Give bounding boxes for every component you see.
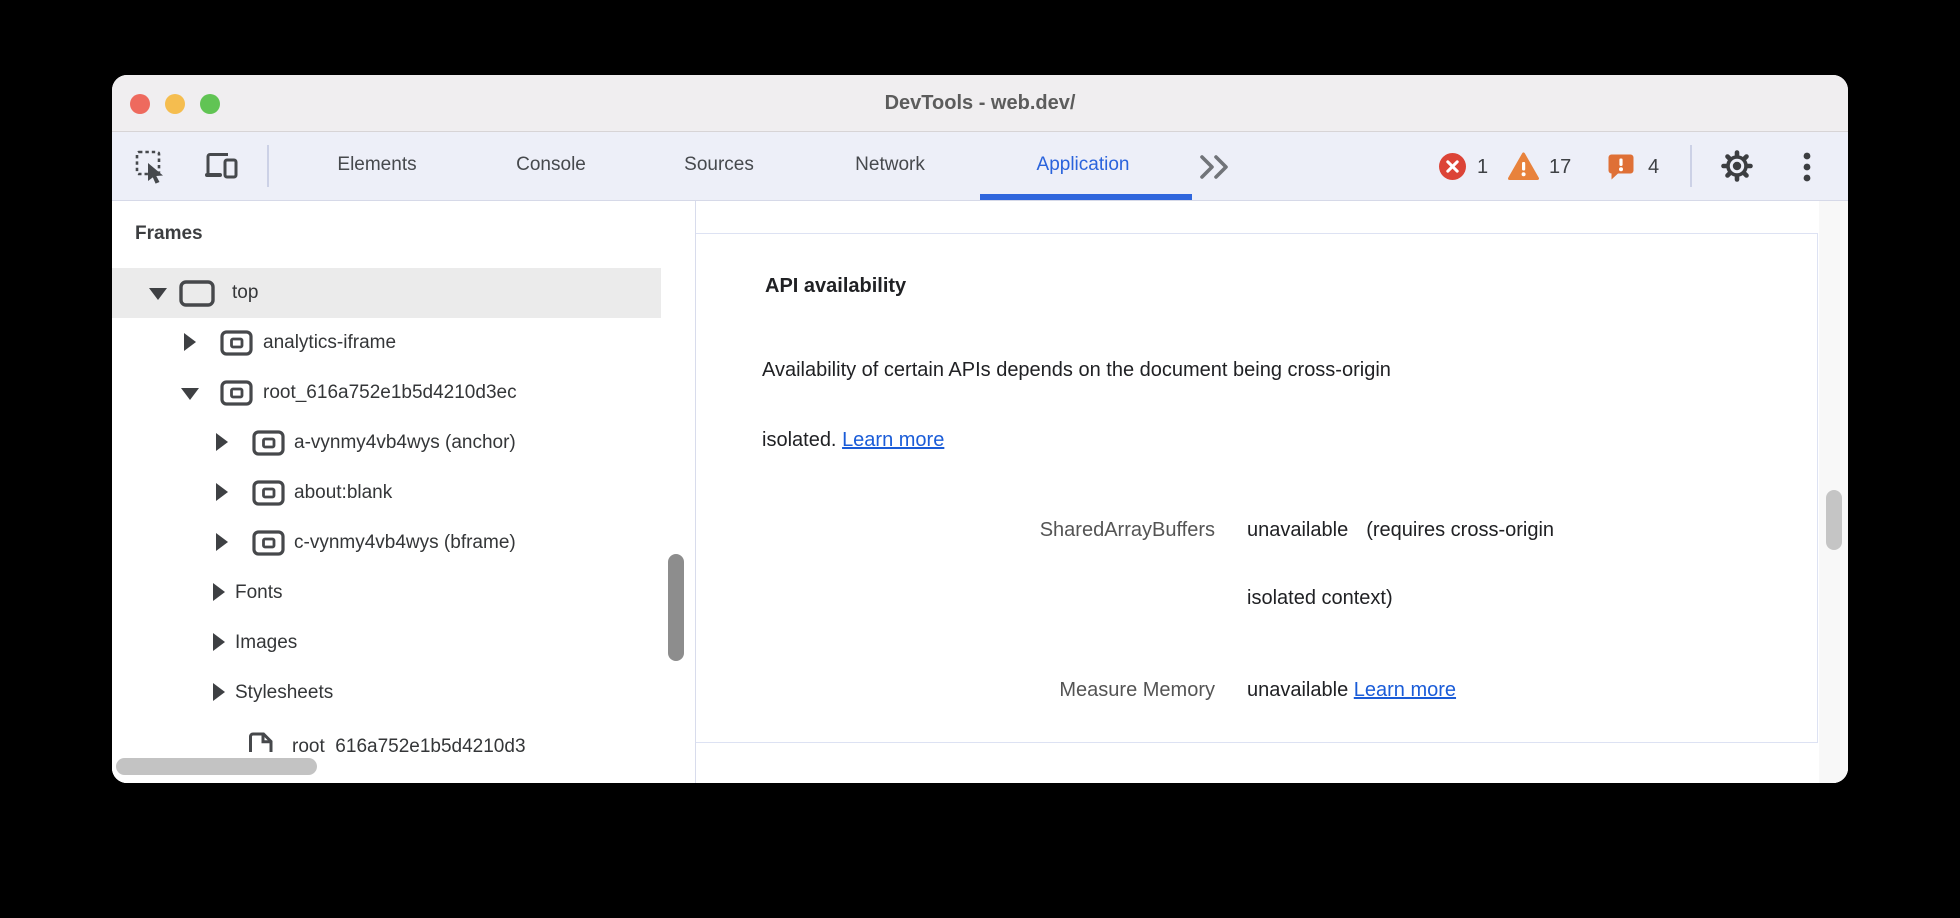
description-line-2: isolated. Learn more <box>762 426 944 454</box>
description-line-1: Availability of certain APIs depends on … <box>762 359 1391 381</box>
api-row-value-wrap: isolated context) <box>1247 587 1393 609</box>
frame-icon <box>179 280 215 307</box>
toolbar-divider-right <box>1690 145 1692 187</box>
more-options-kebab-icon[interactable] <box>1798 150 1832 184</box>
tree-label: about:blank <box>294 482 393 503</box>
warning-count: 17 <box>1549 156 1572 178</box>
content-vscrollbar-thumb[interactable] <box>1826 490 1842 550</box>
tab-console[interactable]: Console <box>516 154 586 175</box>
tree-label: top <box>232 282 259 303</box>
chevron-down-icon[interactable] <box>181 388 199 400</box>
close-window-button[interactable] <box>130 94 150 114</box>
chevron-right-icon[interactable] <box>216 483 228 501</box>
description-text: isolated. <box>762 429 837 451</box>
frames-section-title: Frames <box>135 223 203 244</box>
tree-label: root_616a752e1b5d4210d3 <box>292 736 526 757</box>
api-availability-card <box>696 233 1818 743</box>
tree-row-anchor-frame[interactable]: a-vynmy4vb4wys (anchor) <box>112 418 661 468</box>
api-row-value: unavailable Learn more <box>1247 676 1456 704</box>
status-note: (requires cross-origin <box>1366 519 1555 541</box>
api-row-value: unavailable (requires cross-origin <box>1247 516 1554 544</box>
tree-row-top[interactable]: top <box>112 268 661 318</box>
tree-row-bframe[interactable]: c-vynmy4vb4wys (bframe) <box>112 518 661 568</box>
tab-sources[interactable]: Sources <box>684 154 754 175</box>
tree-row-root-frame[interactable]: root_616a752e1b5d4210d3ec <box>112 368 661 418</box>
chevron-right-icon[interactable] <box>213 683 225 701</box>
chevron-right-icon[interactable] <box>213 583 225 601</box>
tree-label: analytics-iframe <box>263 332 397 353</box>
chevron-right-icon[interactable] <box>213 633 225 651</box>
section-title: API availability <box>765 275 907 297</box>
iframe-icon <box>252 530 285 556</box>
issues-badge-icon[interactable] <box>1607 153 1636 182</box>
tree-row-fonts[interactable]: Fonts <box>112 568 661 618</box>
devtools-window: DevTools - web.dev/ Elements Console Sou… <box>112 75 1848 783</box>
tree-label: Fonts <box>235 582 283 603</box>
error-badge-icon[interactable] <box>1438 152 1467 181</box>
minimize-window-button[interactable] <box>165 94 185 114</box>
learn-more-link[interactable]: Learn more <box>1353 679 1457 701</box>
chevron-down-icon[interactable] <box>149 288 167 300</box>
tree-label: root_616a752e1b5d4210d3ec <box>263 382 517 403</box>
issues-count: 4 <box>1648 156 1660 178</box>
tab-network[interactable]: Network <box>855 154 925 175</box>
chevron-right-icon[interactable] <box>216 533 228 551</box>
error-count: 1 <box>1477 156 1489 178</box>
chevron-right-icon[interactable] <box>184 333 196 351</box>
settings-gear-icon[interactable] <box>1720 149 1754 183</box>
sidebar-hscrollbar-thumb[interactable] <box>116 758 317 775</box>
application-panel-content: API availability Availability of certain… <box>696 201 1848 783</box>
iframe-icon <box>220 330 253 356</box>
iframe-icon <box>252 430 285 456</box>
status-text: unavailable <box>1247 519 1349 541</box>
tree-row-analytics-iframe[interactable]: analytics-iframe <box>112 318 661 368</box>
tree-row-stylesheets[interactable]: Stylesheets <box>112 668 661 718</box>
status-text: unavailable <box>1247 679 1349 701</box>
tree-label: Images <box>235 632 298 653</box>
tab-elements[interactable]: Elements <box>337 154 417 175</box>
zoom-window-button[interactable] <box>200 94 220 114</box>
tree-label: a-vynmy4vb4wys (anchor) <box>294 432 516 453</box>
tree-label: Stylesheets <box>235 682 334 703</box>
titlebar: DevTools - web.dev/ <box>112 75 1848 132</box>
toolbar-divider <box>267 145 269 187</box>
pane-divider[interactable] <box>695 201 696 783</box>
toggle-device-toolbar-icon[interactable] <box>204 150 238 184</box>
api-row-label: SharedArrayBuffers <box>1039 519 1215 541</box>
window-title: DevTools - web.dev/ <box>884 92 1076 114</box>
active-tab-underline <box>980 194 1192 200</box>
inspect-element-icon[interactable] <box>135 150 169 184</box>
api-row-label: Measure Memory <box>1059 679 1215 701</box>
chevron-right-icon[interactable] <box>216 433 228 451</box>
iframe-icon <box>220 380 253 406</box>
tree-row-about-blank[interactable]: about:blank <box>112 468 661 518</box>
devtools-toolbar: Elements Console Sources Network Applica… <box>112 132 1848 201</box>
learn-more-link[interactable]: Learn more <box>842 429 945 451</box>
iframe-icon <box>252 480 285 506</box>
tree-row-images[interactable]: Images <box>112 618 661 668</box>
tree-label: c-vynmy4vb4wys (bframe) <box>294 532 516 553</box>
tab-application[interactable]: Application <box>1036 154 1130 175</box>
frames-sidebar: Frames top analytics-iframe root_616a752… <box>112 201 695 783</box>
sidebar-vscrollbar-thumb[interactable] <box>668 554 684 661</box>
more-tabs-icon[interactable] <box>1198 154 1232 188</box>
warning-badge-icon[interactable] <box>1508 152 1539 181</box>
